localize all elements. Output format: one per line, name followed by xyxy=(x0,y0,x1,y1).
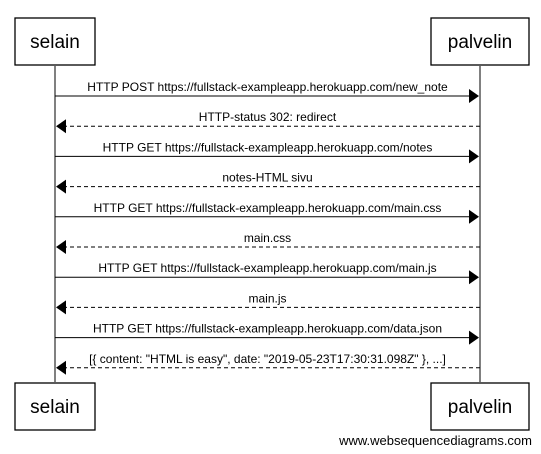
message-4: notes-HTML sivu xyxy=(56,171,480,194)
participant-palvelin-top-label: palvelin xyxy=(448,32,512,53)
message-label: HTTP GET https://fullstack-exampleapp.he… xyxy=(98,261,436,275)
arrow-head-icon xyxy=(469,330,479,345)
participant-palvelin-bottom: palvelin xyxy=(430,382,530,431)
message-5: HTTP GET https://fullstack-exampleapp.he… xyxy=(55,201,479,224)
message-list: HTTP POST https://fullstack-exampleapp.h… xyxy=(55,80,480,375)
message-7: HTTP GET https://fullstack-exampleapp.he… xyxy=(55,261,479,285)
message-label: HTTP GET https://fullstack-exampleapp.he… xyxy=(93,322,442,336)
message-label: [{ content: "HTML is easy", date: "2019-… xyxy=(89,352,446,366)
message-6: main.css xyxy=(56,231,480,254)
arrow-head-icon xyxy=(56,119,66,134)
arrow-head-icon xyxy=(469,209,479,224)
arrow-head-icon xyxy=(469,149,479,164)
participant-selain-top-label: selain xyxy=(30,32,80,53)
participant-selain-top: selain xyxy=(14,17,96,66)
arrow-head-icon xyxy=(469,270,479,285)
message-1: HTTP POST https://fullstack-exampleapp.h… xyxy=(55,80,479,103)
message-8: main.js xyxy=(56,291,480,315)
arrow-head-icon xyxy=(56,240,66,254)
participant-palvelin-bottom-label: palvelin xyxy=(448,397,512,418)
participant-selain-bottom: selain xyxy=(14,382,96,431)
message-label: HTTP POST https://fullstack-exampleapp.h… xyxy=(87,80,448,94)
arrow-head-icon xyxy=(56,179,66,194)
participant-palvelin-top: palvelin xyxy=(430,17,530,66)
message-label: HTTP-status 302: redirect xyxy=(199,110,337,124)
message-label: main.css xyxy=(244,231,291,245)
arrow-head-icon xyxy=(469,89,479,103)
message-2: HTTP-status 302: redirect xyxy=(56,110,480,134)
message-10: [{ content: "HTML is easy", date: "2019-… xyxy=(56,352,480,375)
message-label: main.js xyxy=(248,291,286,305)
message-label: HTTP GET https://fullstack-exampleapp.he… xyxy=(94,201,442,215)
arrow-head-icon xyxy=(56,360,66,375)
message-9: HTTP GET https://fullstack-exampleapp.he… xyxy=(55,322,479,345)
arrow-head-icon xyxy=(56,300,66,315)
watermark-text: www.websequencediagrams.com xyxy=(339,433,532,448)
message-label: notes-HTML sivu xyxy=(222,171,312,185)
message-3: HTTP GET https://fullstack-exampleapp.he… xyxy=(55,140,479,164)
message-label: HTTP GET https://fullstack-exampleapp.he… xyxy=(103,140,433,154)
participant-selain-bottom-label: selain xyxy=(30,397,80,418)
